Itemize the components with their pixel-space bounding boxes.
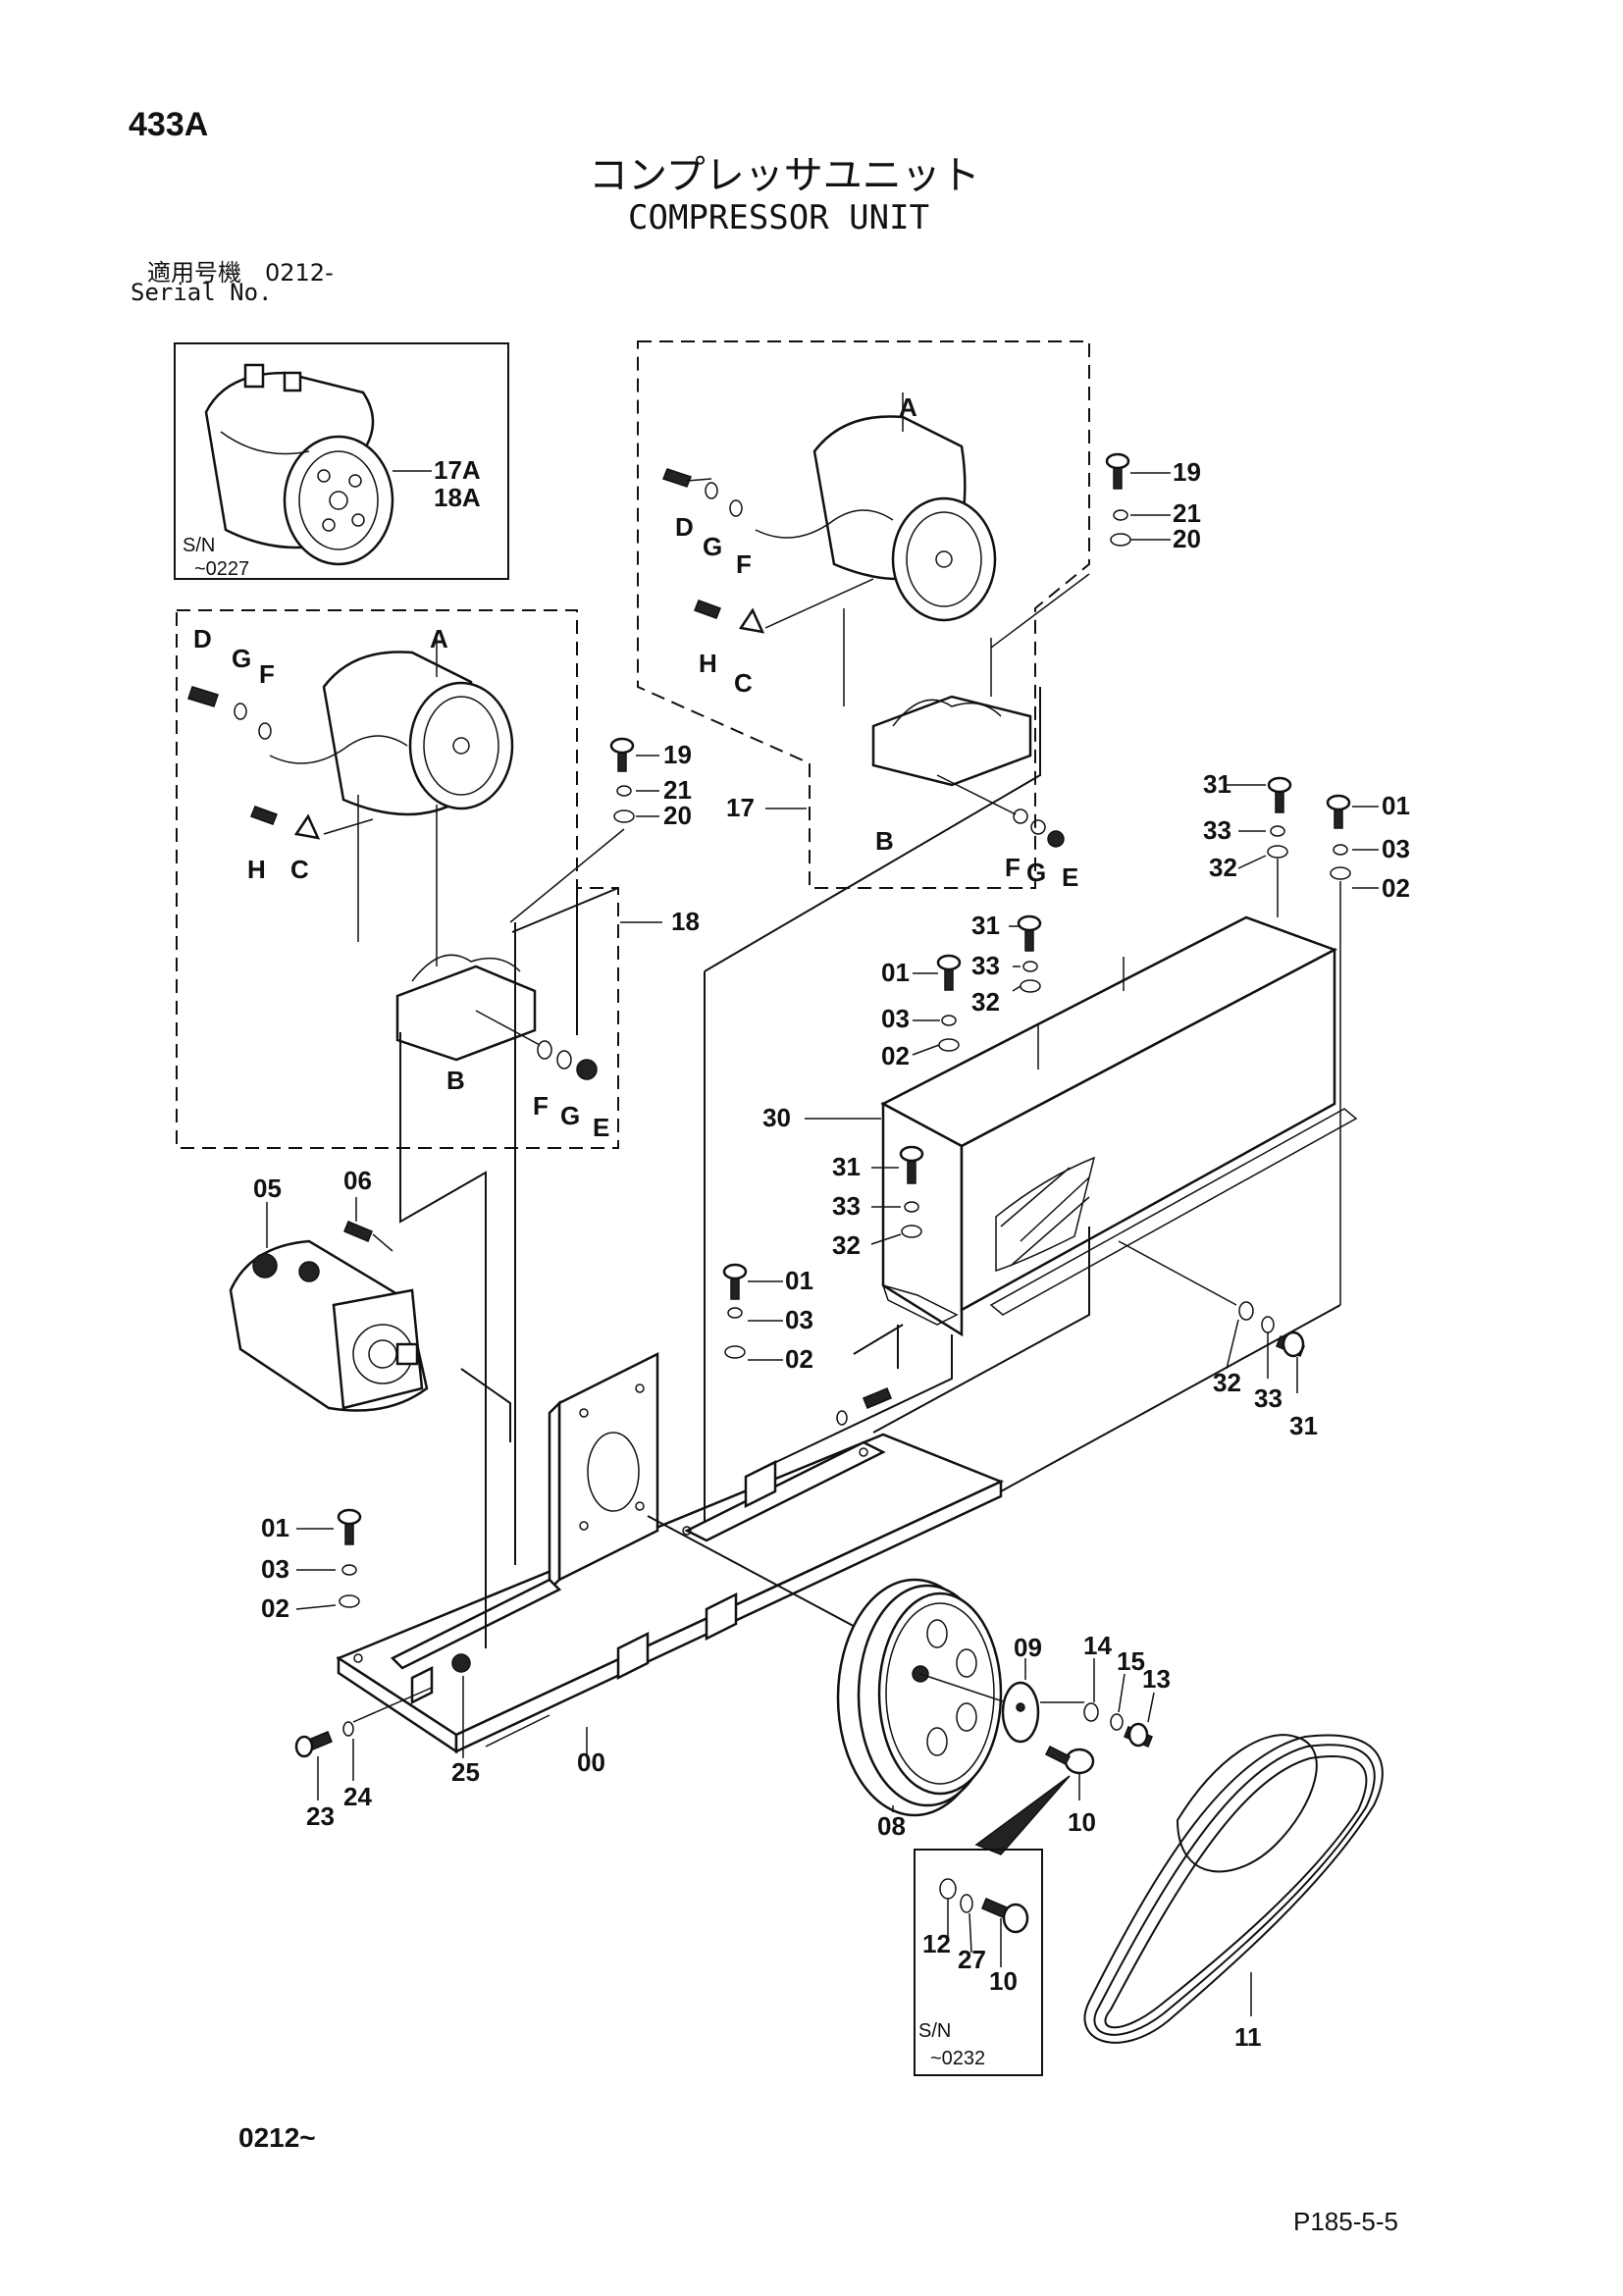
callout-25: 25 <box>451 1757 480 1787</box>
callout-01-a: 01 <box>1382 791 1410 820</box>
callout-D-lower: D <box>193 624 212 653</box>
callout-B-lower: B <box>446 1066 465 1095</box>
callout-17A: 17A <box>434 455 481 485</box>
inset-bolt-early: 12 27 10 S/N ~0232 <box>914 1849 1043 2076</box>
callout-23: 23 <box>306 1801 335 1831</box>
callout-11: 12 <box>922 1929 951 1958</box>
callout-33-b: 33 <box>971 951 1000 980</box>
callout-21-upper: 21 <box>1173 498 1201 528</box>
inset1-sn-label: S/N <box>183 535 215 556</box>
callout-E-lower: E <box>593 1113 609 1142</box>
base-plate-00: 00 01 03 02 23 24 25 <box>261 1351 1005 1831</box>
v-belt-27: 11 <box>1083 1734 1384 2052</box>
callout-G2-lower: G <box>560 1101 580 1130</box>
callout-F-upper: F <box>736 549 752 579</box>
callout-02-d: 02 <box>261 1593 289 1623</box>
title-english: COMPRESSOR UNIT <box>628 198 930 237</box>
callout-18A: 18A <box>434 483 481 512</box>
assembly-18: 19 21 20 18 A D G F H C B F G E <box>176 609 700 1149</box>
callout-12: 27 <box>958 1945 986 1974</box>
title-japanese: コンプレッサユニット <box>589 153 980 198</box>
callout-H-lower: H <box>247 855 266 884</box>
callout-G-lower: G <box>232 644 251 673</box>
callout-C-lower: C <box>290 855 309 884</box>
callout-F-lower: F <box>259 659 275 689</box>
callout-33-d: 33 <box>1254 1383 1283 1413</box>
callout-01-c: 01 <box>785 1266 813 1295</box>
callout-02-a: 02 <box>1382 873 1410 903</box>
callout-03-b: 03 <box>881 1004 910 1033</box>
callout-03-a: 03 <box>1382 834 1410 863</box>
condenser-box-30: 30 31 33 32 01 03 02 31 33 32 01 0 <box>722 769 1410 1440</box>
callout-21-lower: 21 <box>663 775 692 805</box>
callout-17: 17 <box>726 793 755 822</box>
callout-02-b: 02 <box>881 1041 910 1070</box>
inset2-sn-range: ~0232 <box>930 2048 985 2069</box>
callout-10-inset: 10 <box>989 1966 1018 1996</box>
callout-18: 18 <box>671 907 700 936</box>
callout-20-lower: 20 <box>663 801 692 830</box>
callout-A-upper: A <box>899 392 917 422</box>
callout-D-upper: D <box>675 512 694 542</box>
inset1-sn-range: ~0227 <box>194 558 249 580</box>
callout-G2-upper: G <box>1026 858 1046 887</box>
compressor-05: 05 06 <box>229 1166 429 1412</box>
callout-08: 08 <box>877 1811 906 1841</box>
callout-H-upper: H <box>699 649 717 678</box>
footer-page-ref: P185-5-5 <box>1293 2207 1398 2236</box>
callout-31-d: 31 <box>1289 1411 1318 1440</box>
callout-20-upper: 20 <box>1173 524 1201 553</box>
callout-C-upper: C <box>734 668 753 698</box>
callout-24: 24 <box>343 1782 372 1811</box>
compressor-illustration <box>204 363 394 566</box>
callout-32-c: 32 <box>832 1230 861 1260</box>
footer-serial: 0212~ <box>238 2122 316 2153</box>
serial-label-japanese: 適用号機 0212- <box>147 259 334 287</box>
pulley-08: 08 09 14 15 13 10 <box>836 1578 1171 1855</box>
callout-F2-upper: F <box>1005 853 1021 882</box>
leader-lines <box>399 687 1341 1669</box>
callout-F2-lower: F <box>533 1091 549 1121</box>
inset2-sn-label: S/N <box>918 2020 951 2042</box>
callout-E-upper: E <box>1062 862 1078 892</box>
callout-01-b: 01 <box>881 958 910 987</box>
callout-31-c: 31 <box>832 1152 861 1181</box>
callout-01-d: 01 <box>261 1513 289 1542</box>
callout-15: 15 <box>1117 1646 1145 1676</box>
callout-03-c: 03 <box>785 1305 813 1334</box>
callout-10: 10 <box>1068 1807 1096 1837</box>
callout-00: 00 <box>577 1748 605 1777</box>
callout-03-d: 03 <box>261 1554 289 1584</box>
callout-32-a: 32 <box>1209 853 1237 882</box>
callout-33-a: 33 <box>1203 815 1231 845</box>
page-code: 433A <box>129 106 209 143</box>
callout-19-lower: 19 <box>663 740 692 769</box>
callout-32-b: 32 <box>971 987 1000 1017</box>
callout-05: 05 <box>253 1174 282 1203</box>
callout-33-c: 33 <box>832 1191 861 1221</box>
callout-09: 09 <box>1014 1633 1042 1662</box>
callout-13: 13 <box>1142 1664 1171 1694</box>
callout-14: 14 <box>1083 1631 1112 1660</box>
callout-27: 11 <box>1234 2022 1262 2052</box>
callout-30: 30 <box>762 1103 791 1132</box>
callout-31-a: 31 <box>1203 769 1231 799</box>
callout-31-b: 31 <box>971 911 1000 940</box>
callout-02-c: 02 <box>785 1344 813 1374</box>
callout-G-upper: G <box>703 532 722 561</box>
serial-label-english: Serial No. <box>131 279 273 306</box>
callout-06: 06 <box>343 1166 372 1195</box>
callout-19-upper: 19 <box>1173 457 1201 487</box>
inset-compressor-early: 17A 18A S/N ~0227 <box>174 342 509 580</box>
callout-B-upper: B <box>875 826 894 856</box>
assembly-17: 19 21 20 A D G F H C B F G E 17 <box>637 340 1201 892</box>
callout-A-lower: A <box>430 624 448 653</box>
